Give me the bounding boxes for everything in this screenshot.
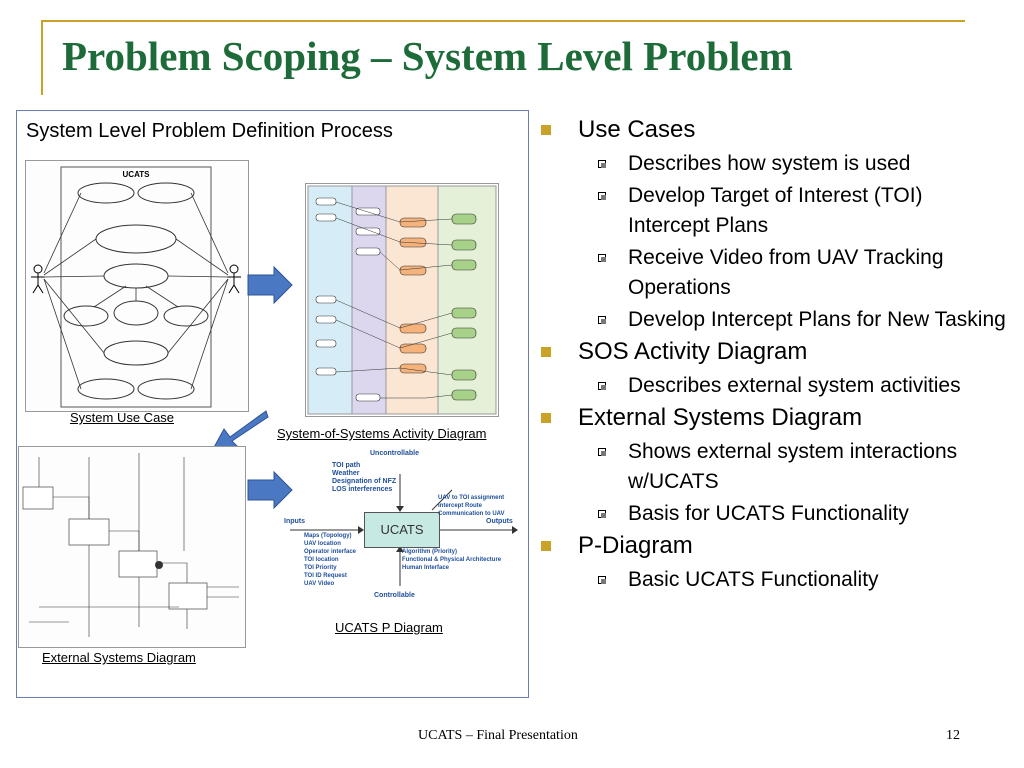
bullet-text: P-Diagram <box>578 532 693 559</box>
external-caption: External Systems Diagram <box>42 650 196 665</box>
sub-bullet-text: Basis for UCATS Functionality <box>628 502 909 525</box>
sub-bullet-box-icon <box>598 316 606 324</box>
p-input-list: Maps (Topology) UAV location Operator in… <box>304 532 356 588</box>
bullet-square-icon <box>541 413 551 423</box>
p-arrows <box>290 474 518 586</box>
external-drawing <box>22 453 239 637</box>
p-outputs-label: Outputs <box>486 518 513 525</box>
sub-bullet: Describes external system activities <box>540 371 1010 401</box>
sub-bullet: Basic UCATS Functionality <box>540 565 1010 595</box>
arrow-right-icon <box>247 265 293 305</box>
bullet-use-cases: Use Cases <box>540 115 1010 145</box>
sub-bullet-box-icon <box>598 510 606 518</box>
bullet-list: Use Cases Describes how system is used D… <box>540 115 1010 597</box>
bullet-sos-activity: SOS Activity Diagram <box>540 337 1010 367</box>
p-ucats-box: UCATS <box>364 512 440 548</box>
use-case-caption: System Use Case <box>70 410 175 425</box>
sub-bullet-text: Describes how system is used <box>628 152 911 175</box>
p-control-item: Human Interface <box>402 565 450 571</box>
external-systems-diagram <box>18 446 246 648</box>
p-noise-item: TOI path <box>332 462 361 469</box>
sub-bullet: Receive Video from UAV Tracking Operatio… <box>540 243 1010 303</box>
p-noise-item: LOS interferences <box>332 486 393 493</box>
bullet-square-icon <box>541 125 551 135</box>
bullet-external-systems: External Systems Diagram <box>540 403 1010 433</box>
sub-bullet: Shows external system interactions w/UCA… <box>540 437 1010 497</box>
p-diagram: Uncontrollable TOI path Weather Designat… <box>282 446 522 624</box>
sub-bullet-box-icon <box>598 382 606 390</box>
p-noise-item: Designation of NFZ <box>332 478 397 485</box>
p-output-item: Communication to UAV <box>438 511 505 517</box>
bullet-text: SOS Activity Diagram <box>578 338 808 365</box>
use-case-system-label: UCATS <box>123 170 151 179</box>
title-frame-top <box>41 20 965 22</box>
footer-title: UCATS – Final Presentation <box>418 728 578 743</box>
page-number: 12 <box>946 728 960 743</box>
p-output-list: UAV to TOI assignment Intercept Route Co… <box>438 494 505 518</box>
sub-bullet-box-icon <box>598 576 606 584</box>
p-input-item: Operator interface <box>304 549 357 555</box>
activity-caption: System-of-Systems Activity Diagram <box>277 426 487 441</box>
sub-bullet-box-icon <box>598 254 606 262</box>
p-control-item: Algorithm (Priority) <box>402 549 457 555</box>
p-input-item: TOI Priority <box>304 565 337 571</box>
p-output-item: Intercept Route <box>438 503 483 509</box>
p-controllable-label: Controllable <box>374 592 415 599</box>
p-uncontrollable-label: Uncontrollable <box>370 450 420 457</box>
p-noise-list: TOI path Weather Designation of NFZ LOS … <box>332 462 396 494</box>
use-case-drawing: UCATS <box>31 166 241 408</box>
arrow-right-icon-2 <box>247 470 293 510</box>
activity-drawing <box>307 185 497 415</box>
sub-bullet: Describes how system is used <box>540 149 1010 179</box>
sub-bullet: Develop Target of Interest (TOI) Interce… <box>540 181 1010 241</box>
p-input-item: UAV location <box>304 541 341 547</box>
sub-bullet: Basis for UCATS Functionality <box>540 499 1010 529</box>
bullet-square-icon <box>541 541 551 551</box>
sub-bullet-box-icon <box>598 448 606 456</box>
sub-bullet-text: Basic UCATS Functionality <box>628 568 879 591</box>
p-input-item: TOI ID Request <box>304 573 347 579</box>
bullet-text: Use Cases <box>578 116 696 143</box>
p-input-item: UAV Video <box>304 581 335 587</box>
figure-heading: System Level Problem Definition Process <box>26 120 393 142</box>
bullet-p-diagram: P-Diagram <box>540 531 1010 561</box>
p-diagram-caption: UCATS P Diagram <box>335 620 443 635</box>
sub-bullet-text: Develop Target of Interest (TOI) Interce… <box>628 184 923 237</box>
activity-diagram <box>305 183 499 417</box>
p-noise-item: Weather <box>332 470 360 477</box>
sub-bullet-box-icon <box>598 192 606 200</box>
p-input-item: TOI location <box>304 557 339 563</box>
sub-bullet-text: Describes external system activities <box>628 374 961 397</box>
title-frame-left <box>41 20 43 95</box>
sub-bullet-box-icon <box>598 160 606 168</box>
p-inputs-label: Inputs <box>284 518 305 525</box>
p-output-item: UAV to TOI assignment <box>438 495 505 501</box>
p-control-list: Algorithm (Priority) Functional & Physic… <box>402 548 501 572</box>
sub-bullet-text: Shows external system interactions w/UCA… <box>628 440 958 493</box>
bullet-text: External Systems Diagram <box>578 404 863 431</box>
sub-bullet: Develop Intercept Plans for New Tasking <box>540 305 1010 335</box>
p-control-item: Functional & Physical Architecture <box>402 557 502 563</box>
sub-bullet-text: Receive Video from UAV Tracking Operatio… <box>628 246 944 299</box>
p-input-item: Maps (Topology) <box>304 533 352 539</box>
slide-title: Problem Scoping – System Level Problem <box>62 33 793 79</box>
bullet-square-icon <box>541 347 551 357</box>
sub-bullet-text: Develop Intercept Plans for New Tasking <box>628 308 1006 331</box>
use-case-diagram: UCATS <box>25 160 249 412</box>
